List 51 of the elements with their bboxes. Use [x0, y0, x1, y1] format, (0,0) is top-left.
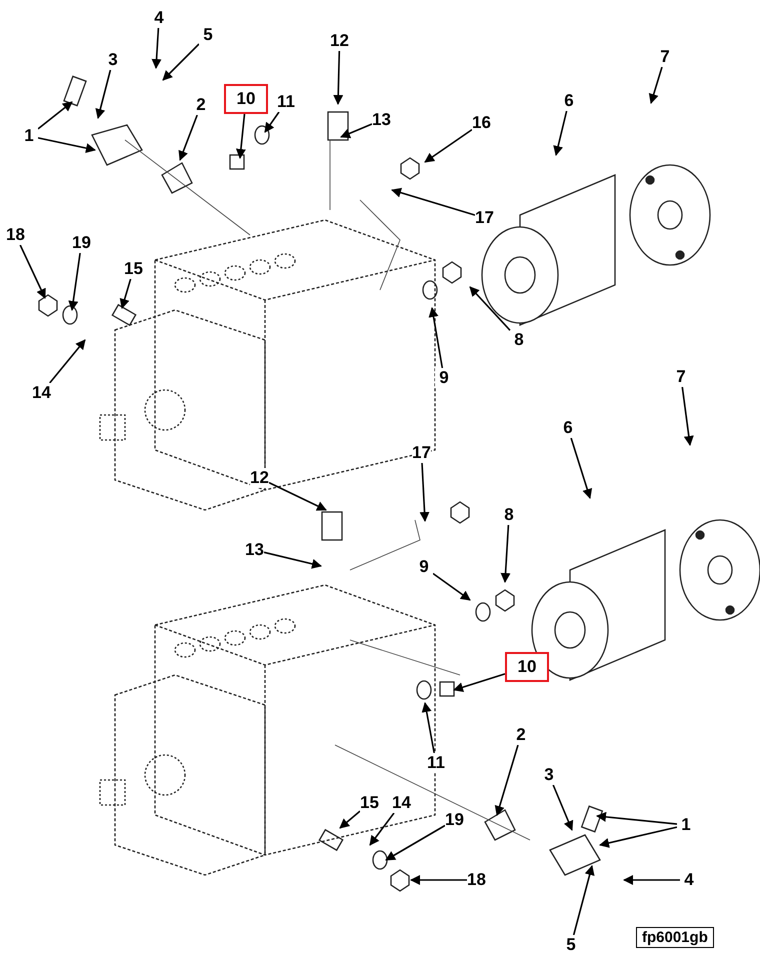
leader-arrow	[428, 307, 444, 368]
leader-arrow	[38, 137, 96, 154]
leader-arrow	[570, 438, 592, 499]
leader-arrow	[453, 673, 506, 692]
leader-arrow	[19, 244, 46, 299]
leader-arrow	[339, 810, 361, 829]
leader-arrow	[469, 286, 511, 331]
figure-code: fp6001gb	[636, 927, 714, 948]
leader-arrow	[264, 112, 280, 133]
leader-arrow	[494, 744, 519, 816]
leader-arrow	[152, 28, 162, 69]
leader-arrow	[552, 784, 574, 831]
leader-arrow	[623, 875, 680, 885]
highlighted-callout-number: 10	[224, 84, 268, 114]
callout-number: 16	[472, 113, 491, 133]
leader-arrow	[424, 128, 472, 163]
leader-arrow	[553, 110, 568, 156]
leader-arrow	[682, 386, 694, 446]
leader-arrow	[68, 252, 81, 311]
leader-arrow	[333, 50, 344, 105]
leader-arrow	[178, 114, 198, 161]
leader-arrow	[572, 865, 595, 936]
leader-arrow	[162, 43, 200, 81]
leader-arrow	[648, 66, 663, 104]
leader-arrow	[236, 114, 246, 159]
leader-arrow	[596, 812, 678, 825]
leader-arrow	[422, 702, 435, 754]
callout-number: 11	[427, 753, 445, 773]
leader-arrow	[369, 812, 395, 846]
leader-arrow	[340, 123, 372, 138]
callout-number: 15	[124, 259, 143, 279]
leader-arrow	[599, 826, 678, 848]
leader-arrow	[500, 524, 511, 583]
leader-arrow	[432, 572, 471, 601]
leader-arrow	[120, 278, 132, 309]
callout-number: 12	[250, 468, 269, 488]
callout-number: 15	[360, 793, 379, 813]
callout-number: 11	[277, 92, 295, 112]
leader-arrow	[49, 339, 86, 384]
leader-arrow	[385, 824, 446, 861]
callout-number: 19	[72, 233, 91, 253]
leader-arrow	[391, 188, 476, 216]
leader-arrow	[95, 70, 112, 119]
leader-arrow	[38, 101, 73, 130]
callout-number: 14	[392, 793, 411, 813]
leader-arrow	[264, 552, 322, 569]
leader-arrow	[268, 482, 327, 511]
highlighted-callout-number: 10	[505, 652, 549, 682]
callout-number: 18	[6, 225, 25, 245]
leader-arrow	[410, 875, 467, 885]
leader-arrow	[420, 462, 430, 522]
